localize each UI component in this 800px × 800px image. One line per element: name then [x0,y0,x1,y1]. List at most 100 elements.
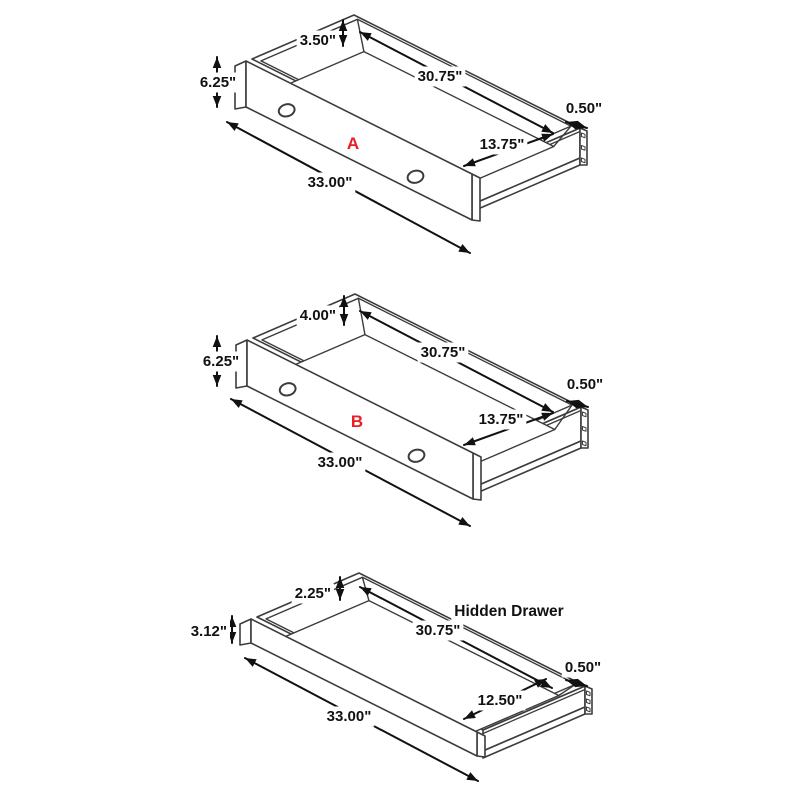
dovetail-notch [586,690,591,697]
drawer-a-front-height-label: 6.25" [200,74,236,91]
drawer-b-inner-depth-arrowhead [464,437,476,446]
front-panel-right-end [471,173,481,222]
drawer-hidden-side-thickness-arrowhead [566,678,578,688]
drawer-b-side-thickness-label: 0.50" [567,376,603,393]
drawer-b-back-height-arrowhead [339,296,349,307]
drawer-knob [278,382,297,397]
drawer-b-side-thickness-arrowhead [576,399,588,409]
drawer-hidden-title-label: Hidden Drawer [454,603,563,620]
back-left-corner-edge [357,297,366,336]
label-background [187,621,230,642]
drawer-b-side-thickness-arrowhead [567,399,579,409]
drawer-a-overall-length-arrowhead [227,122,239,131]
drawer-a-inner-depth-label: 13.75" [480,136,525,153]
label-background [563,374,607,395]
drawer-a-dimension-labels: 3.50" 30.75" 6.25" 0.50" 13.75" 33.00" A [196,30,606,193]
drawer-a-letter-label: A [347,134,359,153]
back-left-corner-edge [356,18,365,53]
drawer-b-inner-depth-arrowhead [541,412,553,421]
drawer-a-side-thickness-label: 0.50" [566,100,602,117]
drawer-b-back-height-arrowhead [339,314,349,325]
drawer-knob [277,103,296,118]
front-panel-left-end [239,618,252,646]
dovetail-notch [581,157,586,164]
drawer-b-dimension-arrows [212,295,589,527]
drawer-b-inner-length-arrowhead [360,311,372,320]
side-panel-lip [482,688,586,735]
label-background [199,351,243,372]
drawer-b-inner-length-arrowhead [541,403,553,412]
drawer-a-back-height-label: 3.50" [300,32,336,49]
drawer-hidden-overall-length-arrowhead [245,658,257,667]
label-background [476,134,528,155]
label-background [291,583,334,604]
drawer-hidden-front-height-label: 3.12" [191,623,227,640]
drawer-a-inner-depth-arrowhead [541,133,553,142]
drawer-b-front-height-arrowhead [212,375,222,386]
front-panel-right-end [476,731,486,758]
drawer-hidden-overall-length-arrowhead [466,772,478,781]
drawer-hidden-back-height-label: 2.25" [295,585,331,602]
label-background [451,601,567,622]
drawer-a-inner-length-label: 30.75" [418,68,463,85]
drawer-a-inner-length-arrowhead [360,32,372,41]
drawer-hidden-inner-depth-arrowhead [464,710,476,719]
drawer-hidden-inner-depth-arrowhead [534,679,546,688]
drawer-b-letter-label: B [351,412,363,431]
drawer-a-back-height-arrowhead [338,35,348,46]
drawer-hidden-overall-length-label: 33.00" [327,708,372,725]
drawer-hidden-back-height-arrowhead [335,589,345,600]
drawer-a-drawing [234,14,588,222]
label-background [304,172,356,193]
drawer-a-overall-length-label: 33.00" [308,174,353,191]
label-background [561,657,605,678]
front-panel-face [250,618,478,757]
dovetail-notch [582,411,587,418]
back-right-corner-edge [553,125,572,148]
drawer-b-overall-length-label: 33.00" [318,454,363,471]
label-background [296,305,339,326]
drawer-hidden-side-thickness-label: 0.50" [565,659,601,676]
label-background [414,66,466,87]
dovetail-notch [582,426,587,432]
label-background [562,98,606,119]
drawer-b-front-height-label: 6.25" [203,353,239,370]
dovetail-notch [581,132,586,139]
drawer-a-side-thickness-arrowhead [575,120,587,130]
drawer-hidden-dimension-labels: 2.25" 30.75" 3.12" 0.50" 12.50" 33.00" Hidden … [187,583,605,727]
dovetail-notch [586,706,591,713]
drawer-b-back-height-label: 4.00" [300,307,336,324]
drawer-b-overall-length-arrowhead [458,517,470,526]
label-background [412,620,464,641]
drawer-b-overall-length-arrowhead [231,399,243,408]
drawer-b-drawing [235,293,589,501]
dovetail-notch [581,145,586,151]
drawer-hidden-back-height-arrowhead [335,577,345,588]
drawer-b-inner-length-label: 30.75" [421,344,466,361]
drawer-a-front-height-arrowhead [212,96,222,107]
drawer-knob [406,169,425,184]
drawer-a-inner-length-arrowhead [541,124,553,133]
drawer-b-front-height-arrowhead [212,336,222,347]
drawer-b-inner-depth-label: 13.75" [479,411,524,428]
drawer-hidden-inner-length-arrowhead [360,587,372,596]
drawer-a-overall-length-arrowhead [458,244,470,253]
label-background [296,30,339,51]
drawer-hidden-side-thickness-arrowhead [575,678,587,688]
drawer-a-side-thickness-arrowhead [566,120,578,130]
label-background [417,342,469,363]
drawer-hidden-inner-depth-label: 12.50" [478,692,523,709]
drawer-b-dimension-labels: 4.00" 30.75" 6.25" 0.50" 13.75" 33.00" B [199,305,607,473]
label-background [323,706,375,727]
back-right-corner-edge [554,404,573,431]
front-panel-right-end [472,452,482,501]
back-right-corner-edge [558,683,577,697]
drawer-knob [407,448,426,463]
drawer-a-back-height-arrowhead [338,20,348,31]
label-background [196,72,240,93]
label-background [475,409,527,430]
drawer-hidden-inner-length-label: 30.75" [416,622,461,639]
drawer-a-front-height-arrowhead [212,57,222,68]
label-background [474,690,526,711]
